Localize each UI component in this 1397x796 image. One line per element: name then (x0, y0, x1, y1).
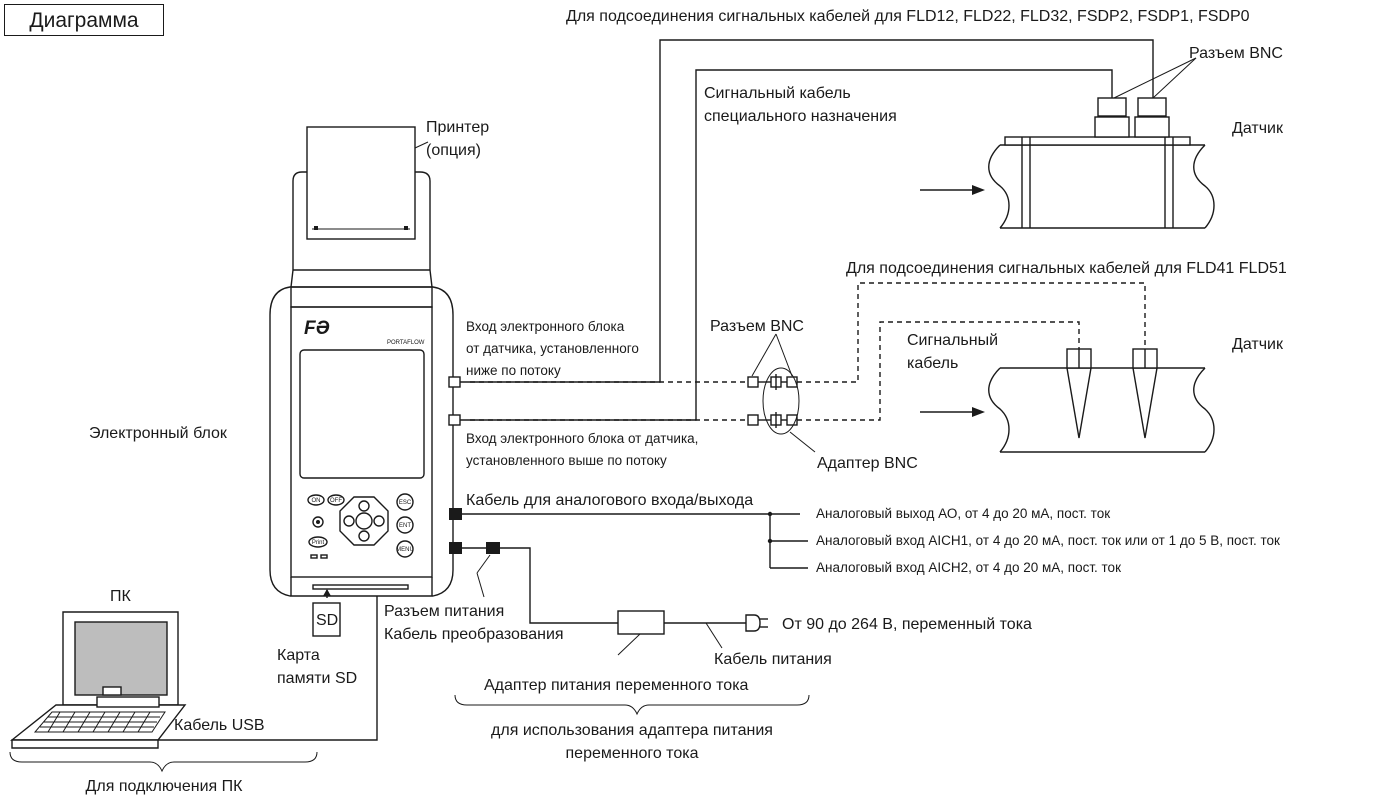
label-sd: SD (316, 612, 338, 629)
plug-icon (745, 614, 761, 632)
label-pc-connect: Для подключения ПК (86, 778, 244, 795)
on-key[interactable] (307, 494, 325, 506)
label-sd-card-1: Карта (277, 647, 320, 664)
flow-arrow-icon (972, 407, 985, 417)
sd-slot (312, 584, 409, 590)
signal-cable-downstream (797, 282, 1146, 383)
label-bnc-top: Разъем BNC (1189, 45, 1283, 62)
svg-text:MENU: MENU (396, 547, 414, 553)
left-arrow-icon[interactable] (343, 515, 355, 527)
label-up-input-2: установленного выше по потоку (466, 453, 667, 468)
label-sensor-bottom: Датчик (1232, 336, 1284, 353)
label-power-conn-1: Разъем питания (384, 603, 504, 620)
sensor-bottom (920, 348, 1215, 453)
label-special-cable-1: Сигнальный кабель (704, 85, 851, 102)
ent-key[interactable] (396, 516, 414, 534)
label-up-input-1: Вход электронного блока от датчика, (466, 431, 698, 446)
bnc-adapter-row-1 (747, 374, 798, 390)
label-ac-use-2: переменного тока (566, 745, 699, 762)
label-usb-cable: Кабель USB (174, 717, 265, 734)
label-signal-cable-1: Сигнальный (907, 332, 998, 349)
upstream-input-port (448, 414, 461, 426)
svg-text:ENT: ENT (399, 523, 411, 529)
off-key[interactable] (327, 494, 345, 506)
svg-text:Print: Print (312, 540, 325, 546)
label-down-input-2: от датчика, установленного (466, 341, 639, 356)
bnc-adapter-row-2 (747, 412, 798, 428)
ac-brace (454, 694, 810, 716)
downstream-input-port (448, 376, 461, 388)
label-fld41: Для подсоединения сигнальных кабелей для… (846, 260, 1287, 277)
svg-text:ON: ON (312, 498, 321, 504)
diagram-title: Диаграмма (4, 4, 164, 36)
label-electronic-unit: Электронный блок (89, 425, 228, 442)
label-printer-2: (опция) (426, 142, 481, 159)
label-ac-adapter: Адаптер питания переменного тока (484, 677, 749, 694)
label-pc: ПК (110, 588, 132, 605)
special-signal-cable-downstream (460, 39, 1154, 383)
label-bnc-adapter: Адаптер BNC (817, 455, 918, 472)
label-voltage: От 90 до 264 В, переменный тока (782, 616, 1032, 633)
down-arrow-icon[interactable] (358, 530, 370, 542)
laptop-screen (74, 621, 168, 696)
label-down-input-1: Вход электронного блока (466, 319, 625, 334)
label-aich2: Аналоговый вход AICH2, от 4 до 20 мА, по… (816, 560, 1121, 575)
up-arrow-icon[interactable] (358, 500, 370, 512)
esc-key[interactable] (396, 493, 414, 511)
label-down-input-3: ниже по потоку (466, 363, 561, 378)
usb-cable (158, 596, 378, 741)
ac-adapter-box (617, 610, 665, 635)
power-conversion-connector (486, 542, 500, 554)
flow-arrow-icon (972, 185, 985, 195)
printer (306, 126, 429, 240)
label-ao: Аналоговый выход АО, от 4 до 20 мА, пост… (816, 506, 1110, 521)
bnc-adapter-ellipse (762, 367, 800, 435)
center-key[interactable] (355, 512, 373, 530)
label-power-conn-2: Кабель преобразования (384, 626, 564, 643)
bnc-connector (1097, 97, 1127, 117)
label-sd-card-2: памяти SD (277, 670, 357, 687)
label-sensor-top: Датчик (1232, 120, 1284, 137)
brand-label: PORTAFLOW (387, 340, 425, 346)
right-arrow-icon[interactable] (373, 515, 385, 527)
electronic-unit: FƏ PORTAFLOW ON OFF Print ESC (269, 171, 462, 597)
display-screen (299, 349, 425, 479)
analog-port (449, 508, 462, 520)
svg-text:ESC: ESC (399, 500, 412, 506)
laptop (9, 611, 187, 749)
signal-cable-upstream (797, 321, 1080, 421)
label-bnc-mid: Разъем BNC (710, 318, 804, 335)
sensor-top (920, 97, 1215, 229)
label-signal-cable-2: кабель (907, 355, 958, 372)
fuji-logo: FƏ (304, 318, 330, 339)
sd-card (312, 602, 341, 637)
print-key[interactable] (308, 536, 328, 548)
label-aich1: Аналоговый вход AICH1, от 4 до 20 мА, по… (816, 533, 1280, 548)
label-ac-use-1: для использования адаптера питания (491, 722, 773, 739)
menu-key[interactable] (396, 540, 414, 558)
label-analog-cable: Кабель для аналогового входа/выхода (466, 492, 753, 509)
label-power-cable: Кабель питания (714, 651, 832, 668)
label-special-cable-2: специального назначения (704, 108, 897, 125)
svg-text:OFF: OFF (330, 498, 342, 504)
power-port (449, 542, 462, 554)
pc-brace (9, 751, 318, 773)
label-top-signal-cables: Для подсоединения сигнальных кабелей для… (566, 8, 1250, 25)
bnc-connector (1137, 97, 1167, 117)
label-printer-1: Принтер (426, 119, 489, 136)
